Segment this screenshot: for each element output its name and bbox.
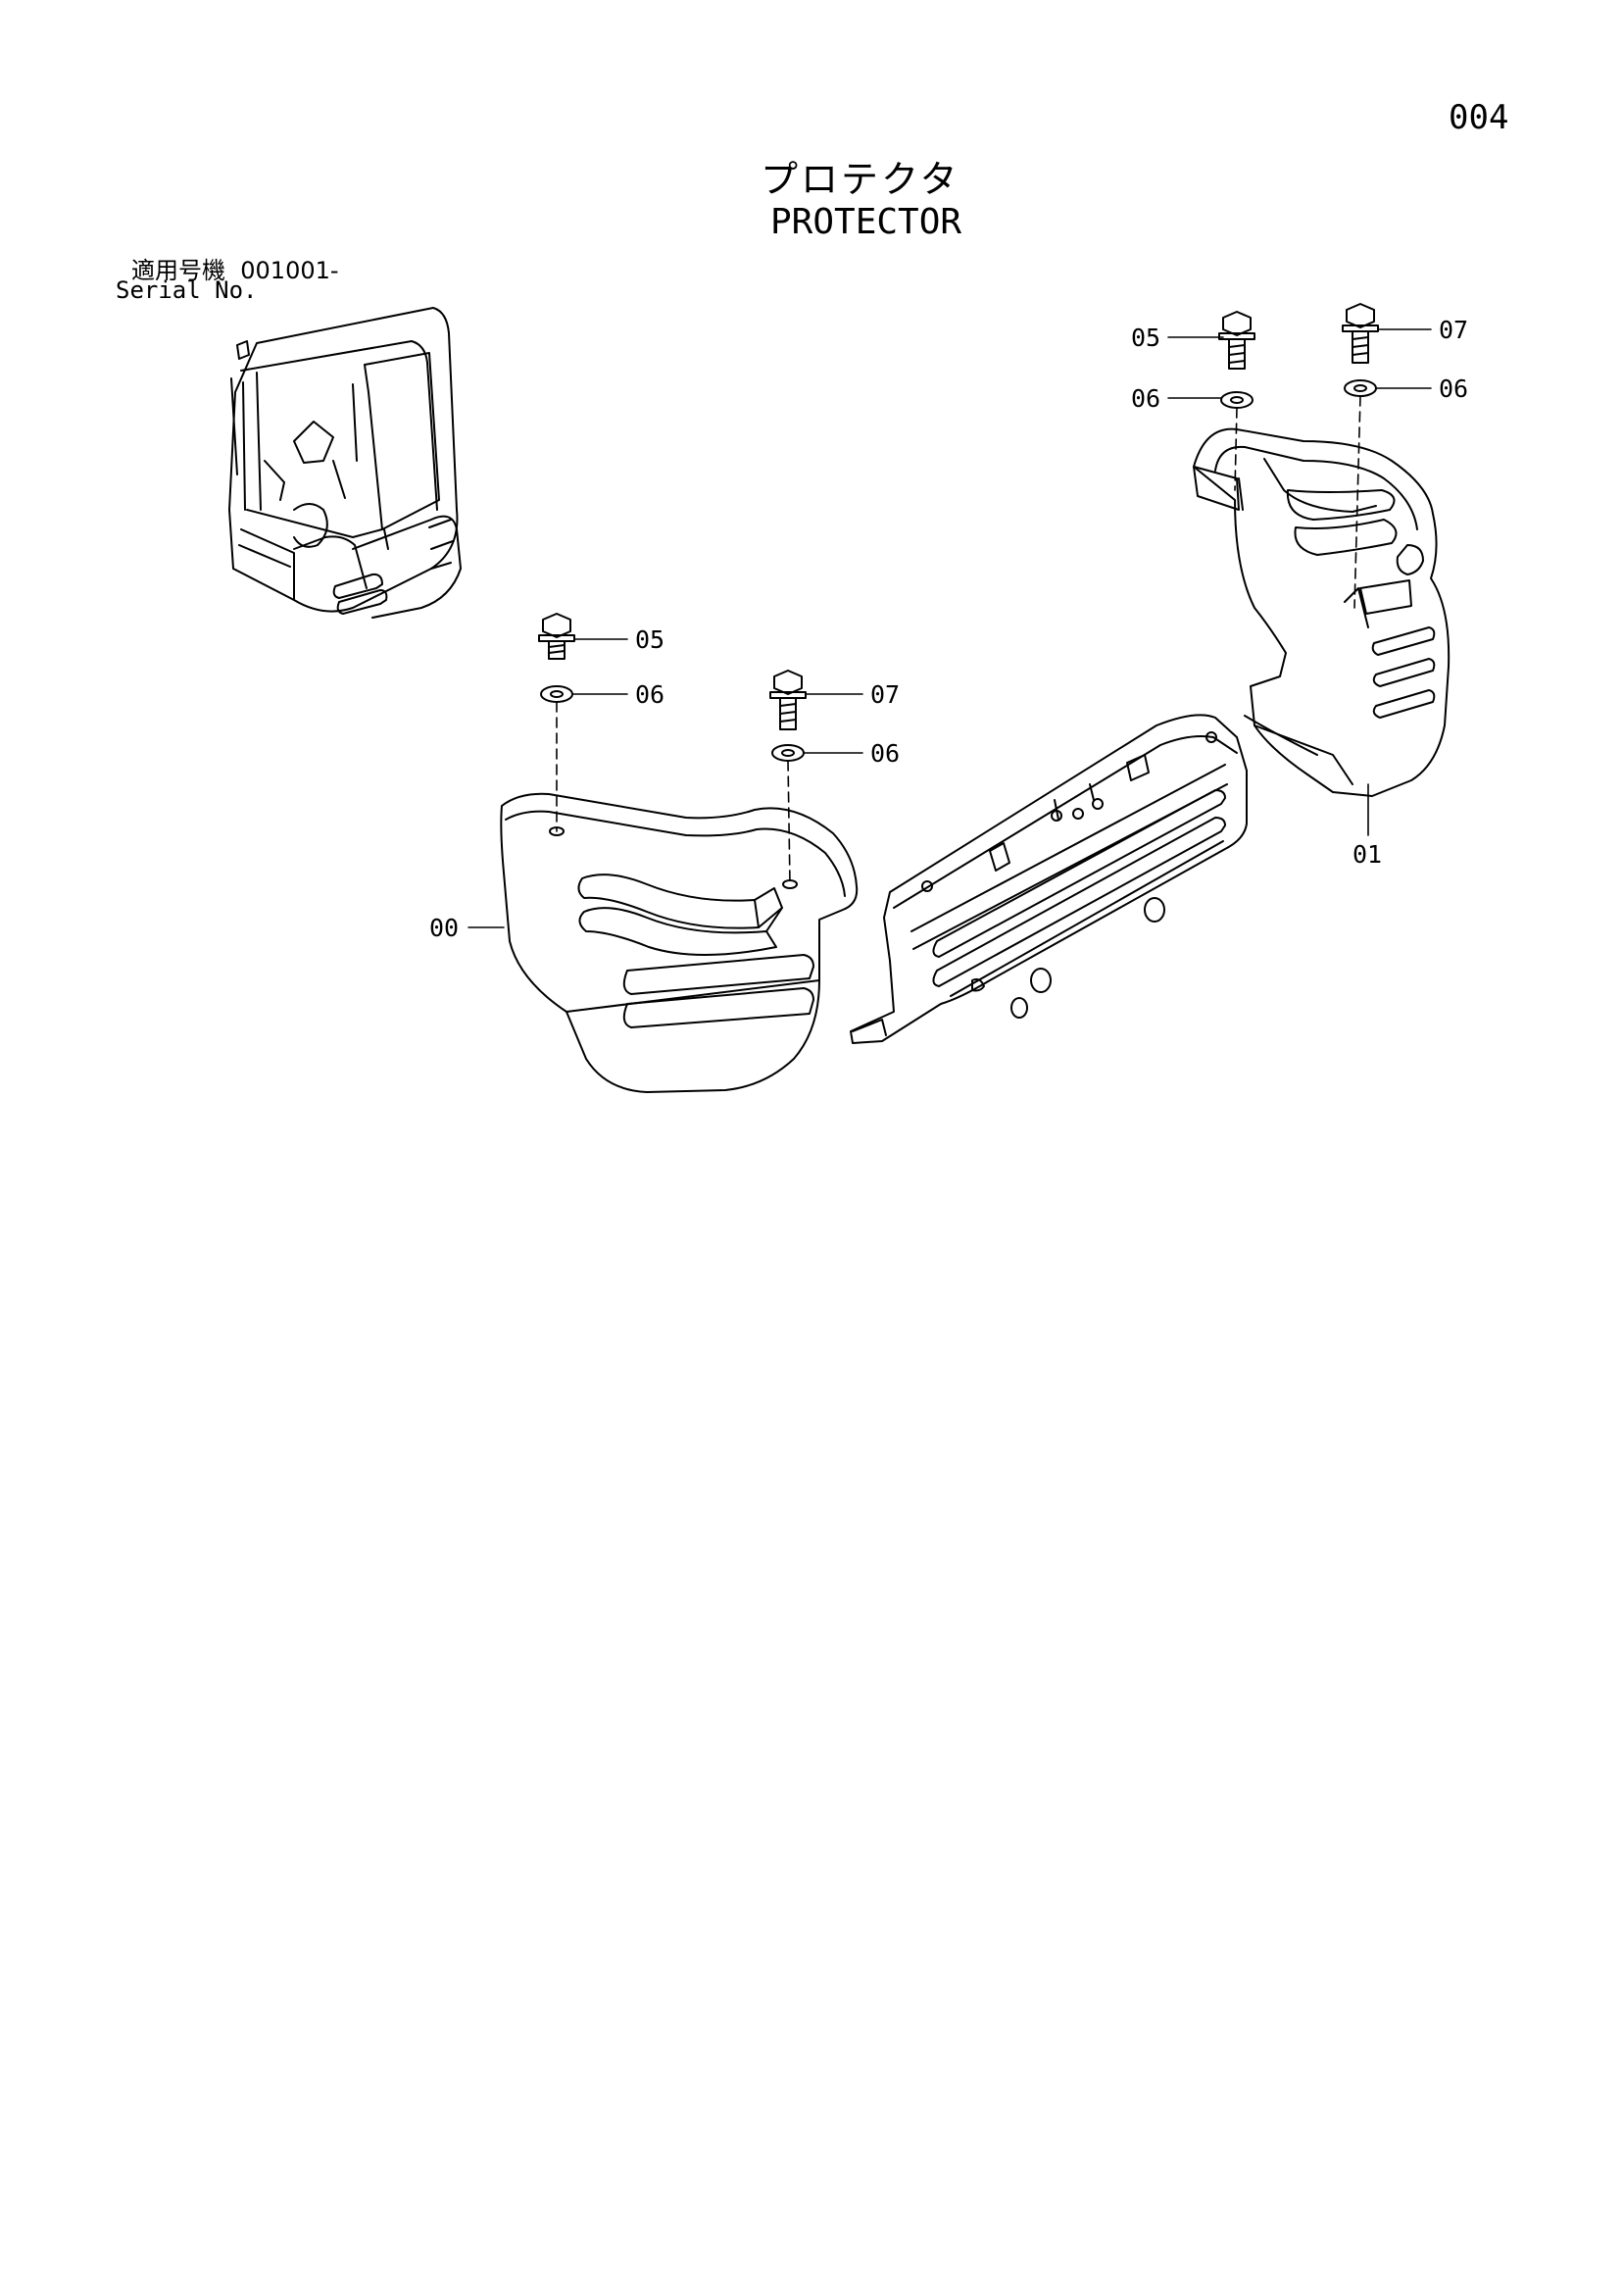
assembly-lines — [556, 395, 1361, 885]
serial-label-english: Serial No. — [116, 276, 258, 304]
callout-left-bolt: 05 — [635, 625, 664, 654]
serial-label-japanese: 適用号機 001001- — [131, 251, 339, 285]
callout-right-washer-b: 06 — [1439, 374, 1468, 403]
callout-left-protector: 00 — [429, 914, 459, 942]
callout-mid-washer: 06 — [870, 739, 900, 768]
left-protector-drawing — [500, 792, 859, 1093]
callout-right-bolt-a: 05 — [1131, 324, 1160, 352]
title-english: PROTECTOR — [770, 202, 962, 242]
right-protector-drawing — [1193, 427, 1451, 797]
title-japanese: プロテクタ — [761, 158, 960, 201]
callout-left-washer: 06 — [635, 680, 664, 709]
callout-right-washer-a: 06 — [1131, 384, 1160, 413]
machine-thumbnail — [228, 307, 462, 619]
page-number: 004 — [1449, 98, 1509, 137]
leader-lines — [467, 328, 1432, 928]
callout-right-bolt-b: 07 — [1439, 316, 1468, 344]
center-protector-drawing — [850, 714, 1248, 1044]
callout-mid-bolt: 07 — [870, 680, 900, 709]
serial-range: 001001- — [240, 257, 339, 284]
callout-right-protector: 01 — [1352, 840, 1382, 869]
serial-label-jp-text: 適用号機 — [131, 257, 225, 284]
